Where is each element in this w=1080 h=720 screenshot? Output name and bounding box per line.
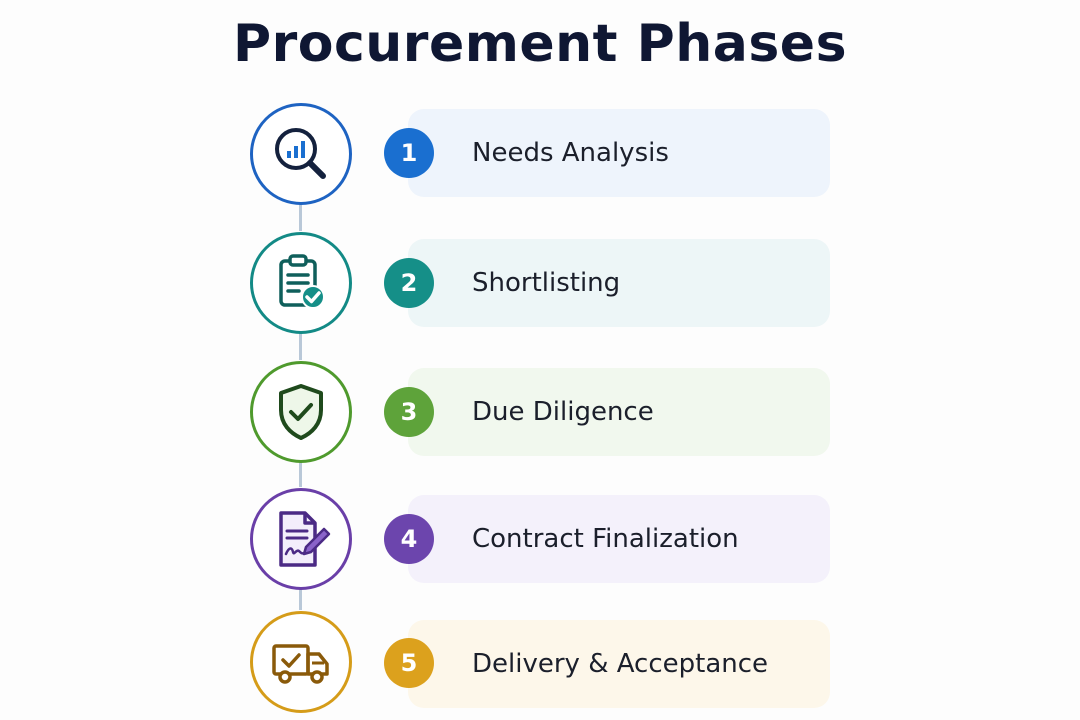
phase-4-icon-circle bbox=[250, 488, 352, 590]
phase-number-badge-3: 3 bbox=[384, 387, 434, 437]
phase-card-5: Delivery & Acceptance bbox=[408, 620, 830, 708]
phase-card-3: Due Diligence bbox=[408, 368, 830, 456]
timeline-connector bbox=[299, 588, 302, 610]
magnifier-chart-icon bbox=[275, 128, 326, 179]
page-title: Procurement Phases bbox=[232, 14, 848, 74]
phase-number-badge-4: 4 bbox=[384, 514, 434, 564]
phase-card-4: Contract Finalization bbox=[408, 495, 830, 583]
phase-number-badge-1: 1 bbox=[384, 128, 434, 178]
phase-2-icon-circle bbox=[250, 232, 352, 334]
clipboard-check-icon bbox=[279, 254, 325, 309]
timeline-connector bbox=[299, 202, 302, 231]
phase-card-2: Shortlisting bbox=[408, 239, 830, 327]
phase-label: Contract Finalization bbox=[472, 524, 739, 554]
phase-5-icon-circle bbox=[250, 611, 352, 713]
timeline-connector bbox=[299, 461, 302, 487]
shield-check-icon bbox=[279, 384, 323, 440]
phase-1-icon-circle bbox=[250, 103, 352, 205]
phase-3-icon-circle bbox=[250, 361, 352, 463]
phase-card-1: Needs Analysis bbox=[408, 109, 830, 197]
phase-number-badge-5: 5 bbox=[384, 638, 434, 688]
delivery-truck-check-icon bbox=[272, 644, 329, 684]
phase-number-badge-2: 2 bbox=[384, 258, 434, 308]
phase-label: Due Diligence bbox=[472, 397, 654, 427]
phase-label: Needs Analysis bbox=[472, 138, 669, 168]
contract-signature-icon bbox=[279, 511, 331, 567]
timeline-connector bbox=[299, 332, 302, 360]
phase-label: Shortlisting bbox=[472, 268, 621, 298]
phase-label: Delivery & Acceptance bbox=[472, 649, 769, 679]
